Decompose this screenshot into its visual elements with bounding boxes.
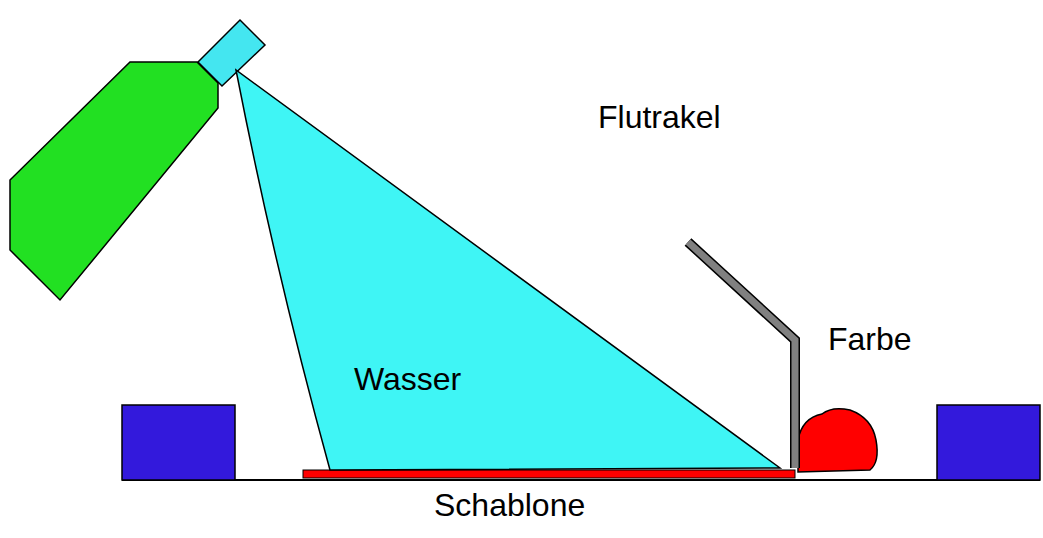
bottle-nozzle — [198, 20, 265, 86]
ink-blob — [798, 409, 877, 472]
squeegee-label: Flutrakel — [598, 100, 721, 135]
ink-label: Farbe — [828, 322, 912, 357]
water-label: Wasser — [354, 362, 461, 397]
water-spray — [236, 70, 780, 470]
base-line — [122, 479, 1040, 481]
frame-block — [122, 405, 235, 480]
frame-block — [937, 405, 1040, 480]
spray-bottle — [10, 62, 218, 300]
stencil-label: Schablone — [434, 488, 585, 523]
squeegee-outline — [688, 242, 795, 468]
ink-layer — [303, 470, 795, 478]
squeegee — [688, 242, 795, 468]
